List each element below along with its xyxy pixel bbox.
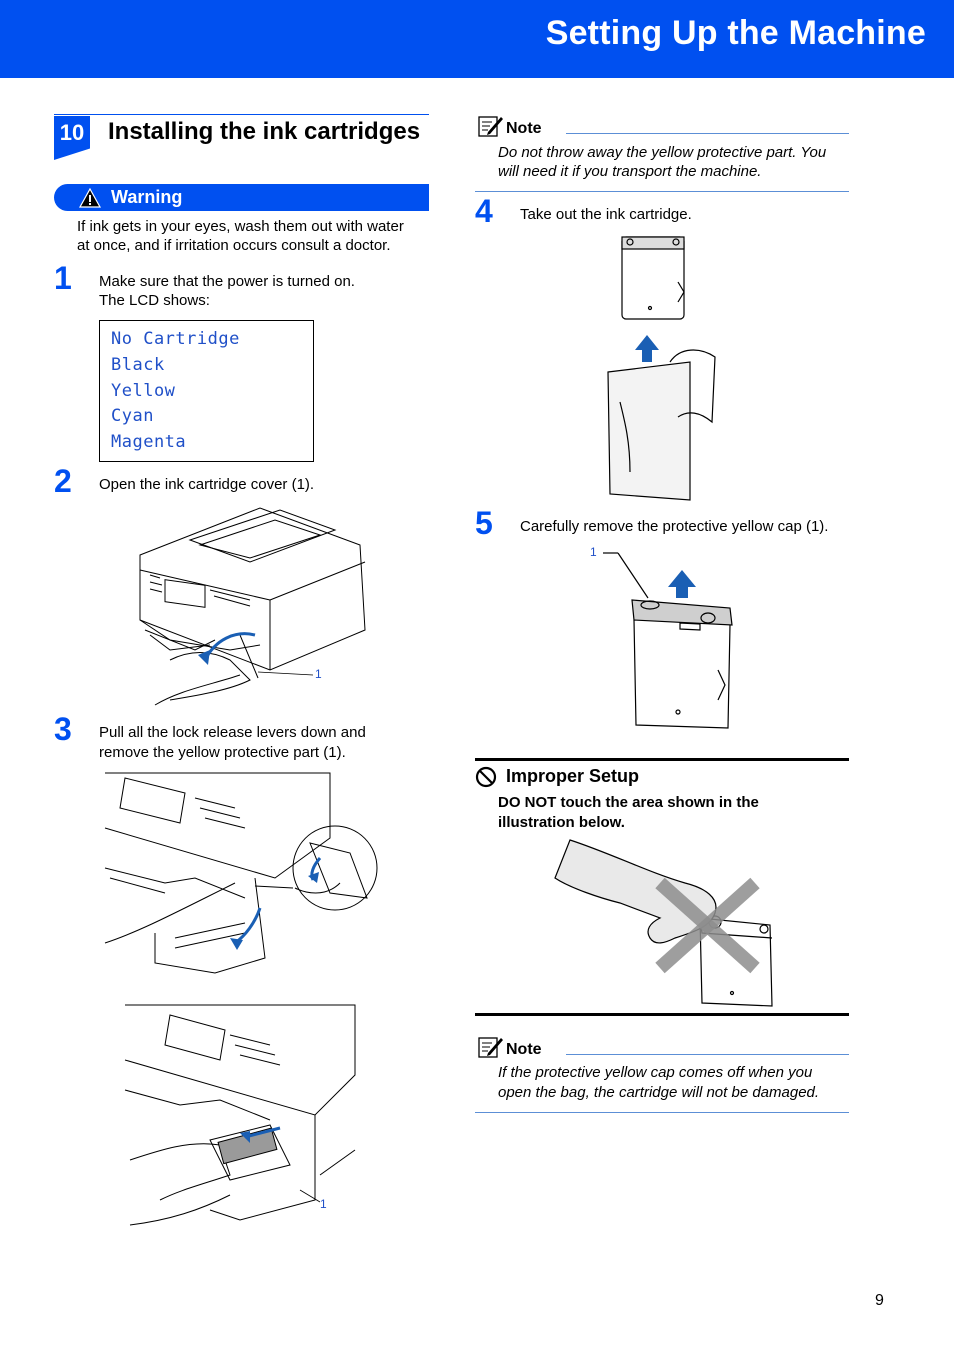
note-pencil-icon xyxy=(478,1037,503,1058)
note-2-label: Note xyxy=(506,1041,542,1058)
step-2-number: 2 xyxy=(54,463,72,499)
note-1-rule xyxy=(566,133,849,134)
section-rule xyxy=(54,114,429,115)
prohibited-icon xyxy=(475,766,497,788)
step-4-text: Take out the ink cartridge. xyxy=(520,206,692,223)
step-1-text-2: The LCD shows: xyxy=(99,292,210,309)
step-1-text-1: Make sure that the power is turned on. xyxy=(99,273,355,290)
step-3-text-2: remove the yellow protective part (1). xyxy=(99,744,346,761)
note-2-text-1: If the protective yellow cap comes off w… xyxy=(498,1064,813,1081)
ink-cartridge-bag-illustration xyxy=(607,236,716,501)
warning-text-1: If ink gets in your eyes, wash them out … xyxy=(77,218,404,235)
page-title: Setting Up the Machine xyxy=(545,14,926,52)
section-number: 10 xyxy=(54,116,90,160)
do-not-touch-illustration xyxy=(554,839,773,1007)
lcd-line: Magenta xyxy=(111,432,187,452)
lcd-line: Yellow xyxy=(111,381,176,401)
lcd-line: Cyan xyxy=(111,406,154,426)
page-number: 9 xyxy=(875,1292,884,1309)
improper-text-2: illustration below. xyxy=(498,814,625,831)
step-1-number: 1 xyxy=(54,260,72,296)
printer-open-cover-illustration xyxy=(139,507,366,706)
remove-protective-part-illustration xyxy=(124,1004,356,1226)
step-5-number: 5 xyxy=(475,505,493,541)
warning-label: Warning xyxy=(111,187,183,207)
warning-text-2: at once, and if irritation occurs consul… xyxy=(77,237,391,254)
callout-step3: 1 xyxy=(320,1197,327,1211)
note-2-rule xyxy=(566,1054,849,1055)
note-2-text-2: open the bag, the cartridge will not be … xyxy=(498,1084,820,1101)
improper-setup-label: Improper Setup xyxy=(506,766,640,786)
cartridge-yellow-cap-illustration xyxy=(603,552,733,729)
callout-step5: 1 xyxy=(590,545,597,559)
note-pencil-icon xyxy=(478,116,503,137)
improper-text-1: DO NOT touch the area shown in the xyxy=(498,794,759,811)
header-banner xyxy=(0,0,954,78)
note-2-bottom-rule xyxy=(475,1112,849,1113)
note-1-bottom-rule xyxy=(475,191,849,192)
step-3-number: 3 xyxy=(54,711,72,747)
note-1-text-1: Do not throw away the yellow protective … xyxy=(498,144,827,161)
step-4-number: 4 xyxy=(475,193,493,229)
improper-top-rule xyxy=(475,758,849,761)
note-1-label: Note xyxy=(506,120,542,137)
lock-lever-illustration xyxy=(104,772,378,974)
step-2-text: Open the ink cartridge cover (1). xyxy=(99,476,315,493)
lcd-line: No Cartridge xyxy=(111,329,240,349)
note-1-text-2: will need it if you transport the machin… xyxy=(498,163,762,180)
warning-bar xyxy=(54,184,429,211)
lcd-display: No Cartridge Black Yellow Cyan Magenta xyxy=(99,320,314,462)
improper-bottom-rule xyxy=(475,1013,849,1016)
step-5-text: Carefully remove the protective yellow c… xyxy=(520,518,829,535)
callout-step2: 1 xyxy=(315,667,322,681)
section-title: Installing the ink cartridges xyxy=(108,118,421,145)
warning-triangle-icon xyxy=(78,187,102,208)
step-3-text-1: Pull all the lock release levers down an… xyxy=(99,724,366,741)
lcd-line: Black xyxy=(111,355,165,375)
